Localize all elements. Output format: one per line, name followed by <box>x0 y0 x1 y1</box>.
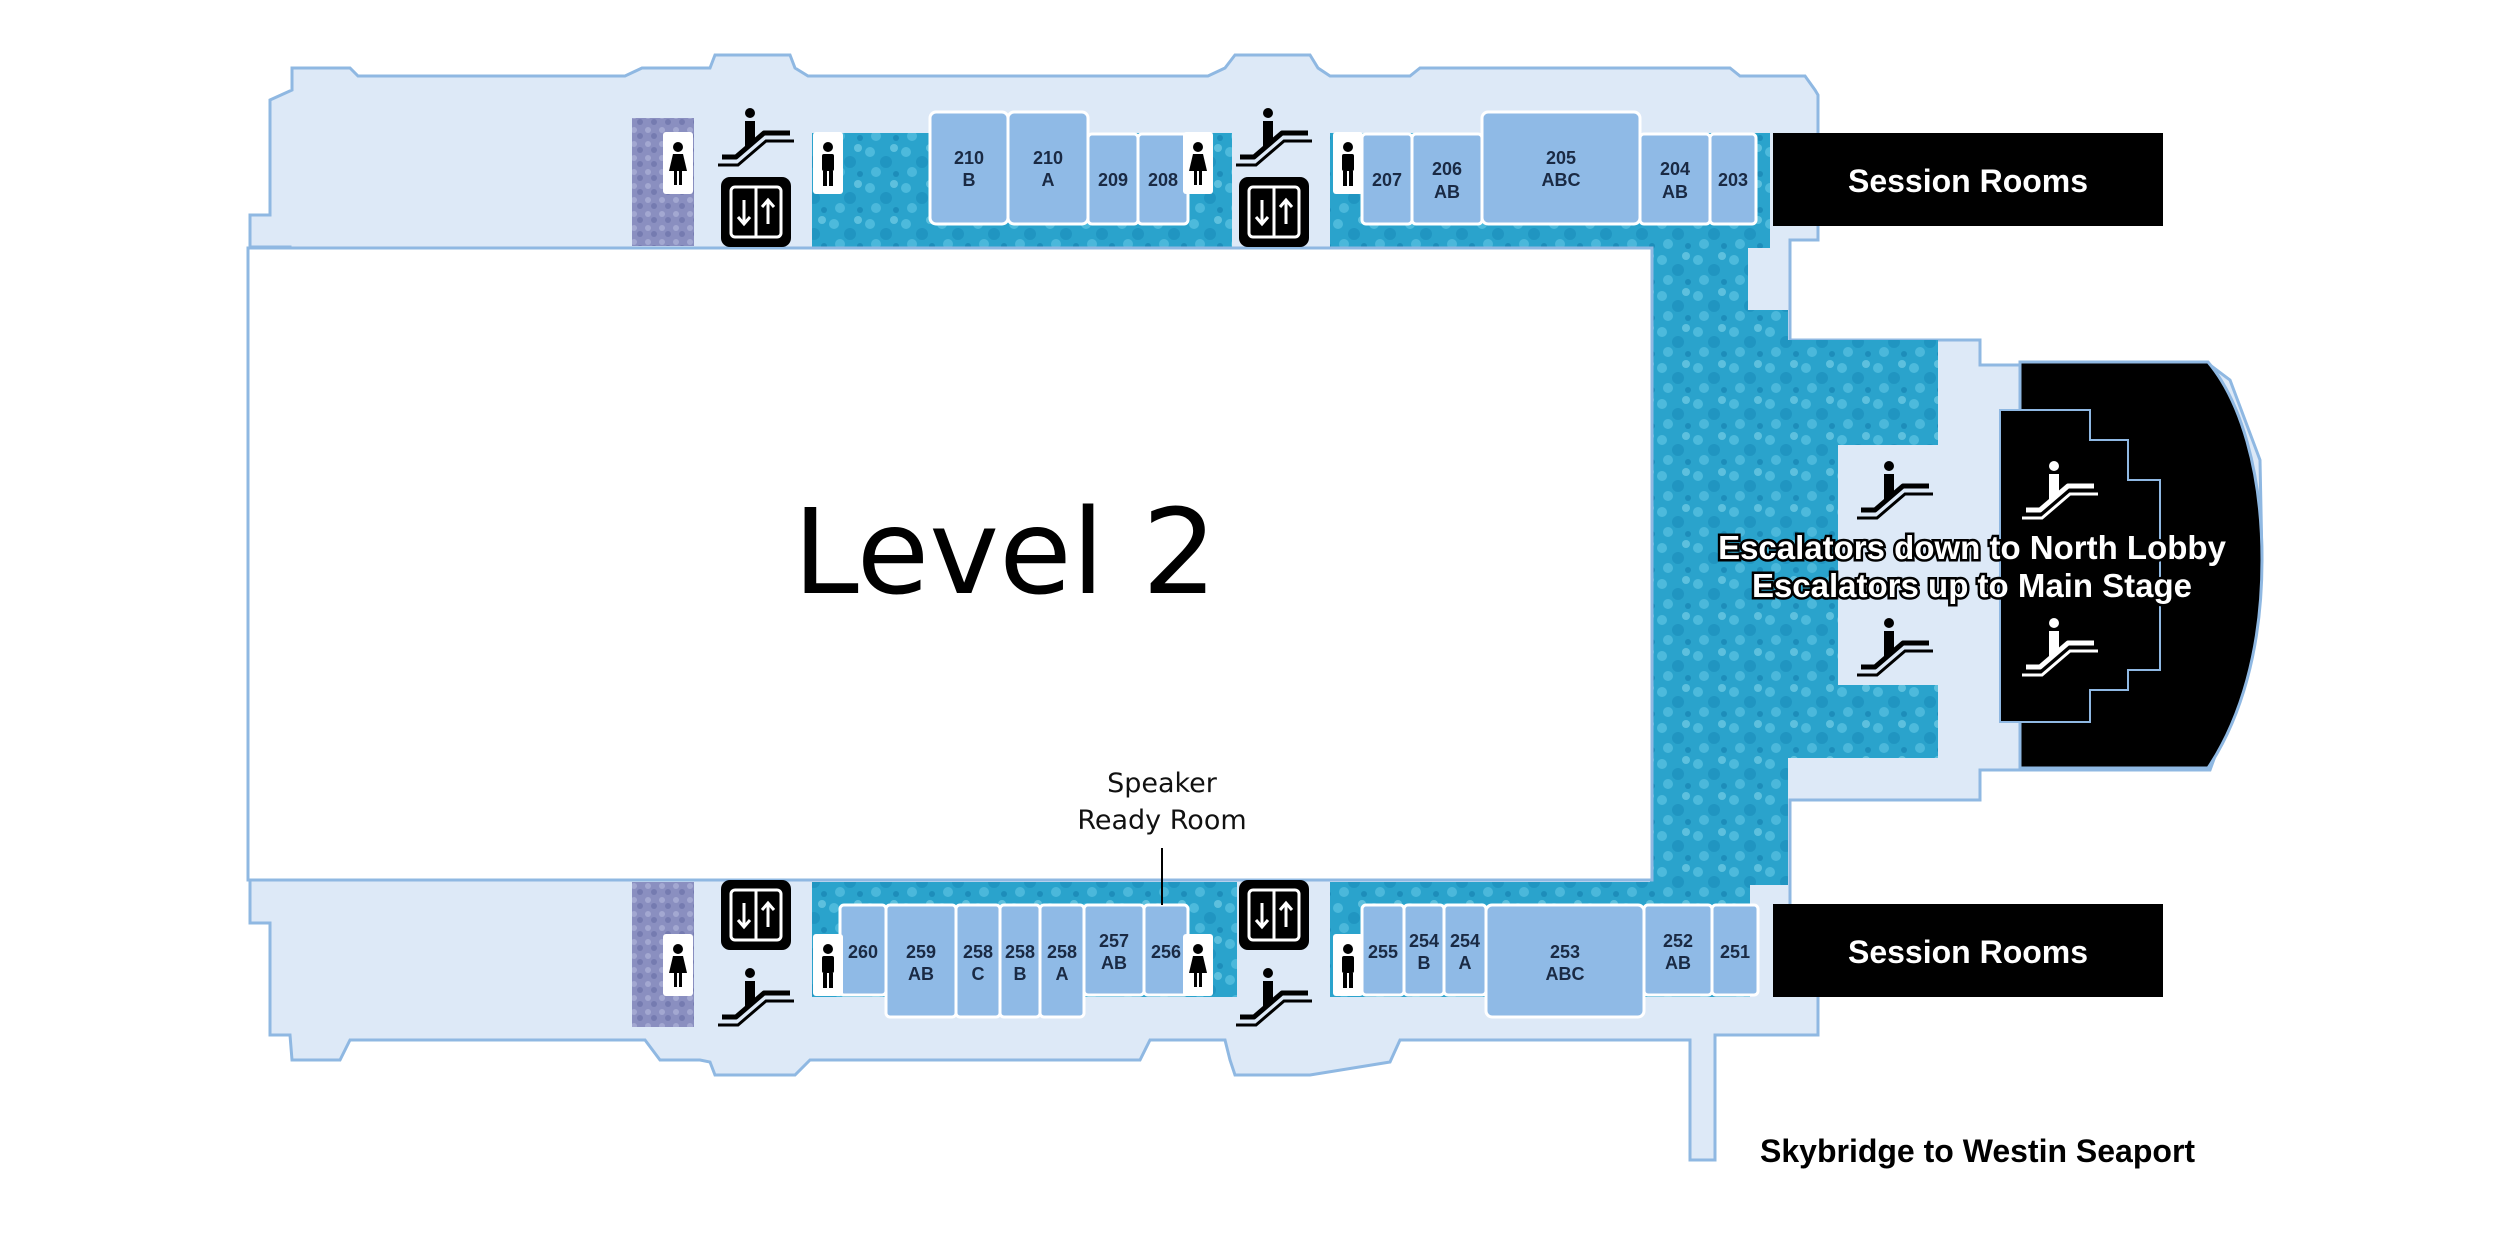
restroom-women-icon <box>1183 132 1213 194</box>
svg-text:B: B <box>1014 964 1027 984</box>
svg-text:251: 251 <box>1720 942 1750 962</box>
escalators-down-label: Escalators down to North Lobby <box>1718 529 2227 566</box>
room-255: 255 <box>1360 903 1406 997</box>
svg-text:259: 259 <box>906 942 936 962</box>
room-260: 260 <box>838 903 888 997</box>
svg-text:207: 207 <box>1372 170 1402 190</box>
svg-text:208: 208 <box>1148 170 1178 190</box>
restroom-women-icon <box>663 132 693 194</box>
restroom-women-icon <box>663 934 693 996</box>
svg-text:254: 254 <box>1409 931 1439 951</box>
restroom-women-icon <box>1183 934 1213 996</box>
elevator-icon <box>1237 175 1311 249</box>
svg-text:210: 210 <box>1033 148 1063 168</box>
restroom-men-icon <box>813 132 843 194</box>
svg-text:ABC: ABC <box>1542 170 1581 190</box>
session-rooms-bottom-banner[interactable]: Session Rooms <box>1773 904 2163 997</box>
elevator-icon <box>719 878 793 952</box>
svg-text:A: A <box>1056 964 1069 984</box>
room-208: 208 <box>1136 132 1190 226</box>
room-203: 203 <box>1708 132 1758 226</box>
level-title: Level 2 <box>793 483 1217 621</box>
elevator-icon <box>719 175 793 249</box>
svg-text:260: 260 <box>848 942 878 962</box>
svg-text:205: 205 <box>1546 148 1576 168</box>
svg-text:203: 203 <box>1718 170 1748 190</box>
svg-text:Session Rooms: Session Rooms <box>1848 934 2088 970</box>
svg-text:257: 257 <box>1099 931 1129 951</box>
svg-text:253: 253 <box>1550 942 1580 962</box>
svg-text:ABC: ABC <box>1546 964 1585 984</box>
svg-text:Ready Room: Ready Room <box>1077 805 1246 836</box>
svg-text:252: 252 <box>1663 931 1693 951</box>
speaker-ready-room-callout: Speaker Ready Room <box>1077 768 1247 905</box>
svg-text:AB: AB <box>1662 182 1688 202</box>
svg-text:254: 254 <box>1450 931 1480 951</box>
svg-text:AB: AB <box>1665 953 1691 973</box>
elevator-icon <box>1237 878 1311 952</box>
svg-text:256: 256 <box>1151 942 1181 962</box>
svg-text:AB: AB <box>908 964 934 984</box>
svg-text:204: 204 <box>1660 159 1690 179</box>
svg-text:210: 210 <box>954 148 984 168</box>
main-stage-area <box>1999 360 2264 770</box>
svg-text:B: B <box>1418 953 1431 973</box>
svg-text:A: A <box>1459 953 1472 973</box>
svg-text:255: 255 <box>1368 942 1398 962</box>
main-hall <box>246 246 1654 882</box>
svg-text:258: 258 <box>1047 942 1077 962</box>
svg-text:Session Rooms: Session Rooms <box>1848 163 2088 199</box>
restroom-men-icon <box>813 934 843 996</box>
room-209: 209 <box>1086 132 1140 226</box>
session-rooms-top-banner[interactable]: Session Rooms <box>1773 133 2163 226</box>
restroom-men-icon <box>1333 934 1363 996</box>
svg-text:A: A <box>1042 170 1055 190</box>
svg-text:206: 206 <box>1432 159 1462 179</box>
restroom-men-icon <box>1333 132 1363 194</box>
svg-text:209: 209 <box>1098 170 1128 190</box>
skybridge-label: Skybridge to Westin Seaport <box>1760 1133 2195 1169</box>
svg-text:258: 258 <box>963 942 993 962</box>
svg-text:B: B <box>963 170 976 190</box>
room-207: 207 <box>1360 132 1414 226</box>
svg-text:AB: AB <box>1101 953 1127 973</box>
room-256: 256 <box>1142 903 1190 997</box>
svg-text:258: 258 <box>1005 942 1035 962</box>
svg-text:Speaker: Speaker <box>1107 768 1218 799</box>
room-251: 251 <box>1710 903 1760 997</box>
svg-text:AB: AB <box>1434 182 1460 202</box>
escalators-up-label: Escalators up to Main Stage <box>1752 567 2192 604</box>
svg-text:C: C <box>972 964 985 984</box>
